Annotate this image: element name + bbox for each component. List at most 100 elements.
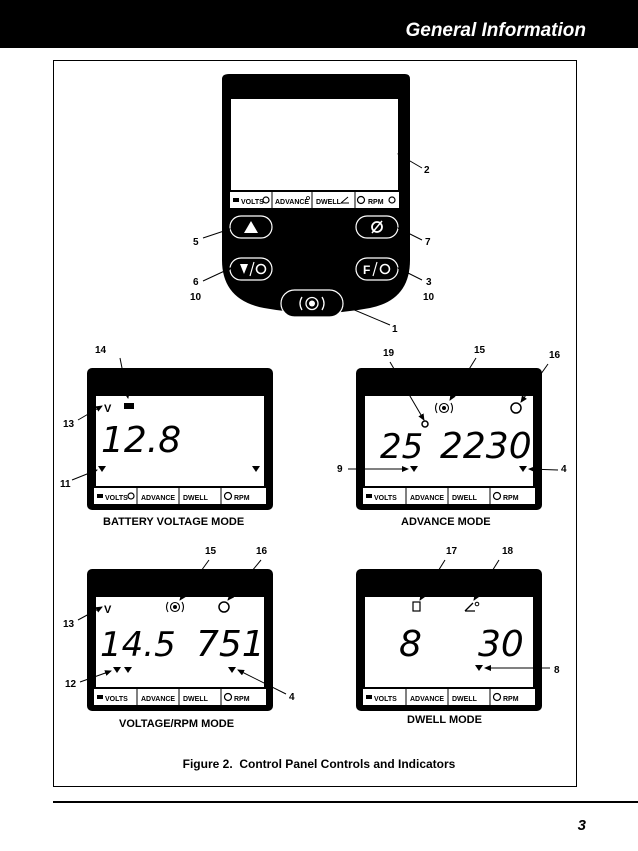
page-header-title: General Information (405, 20, 586, 41)
cylinder-count-icon (412, 601, 421, 612)
header-bar (0, 0, 638, 48)
callout-number: 15 (474, 345, 486, 356)
rpm-label: RPM (368, 199, 384, 206)
volts-label: VOLTS (105, 495, 128, 502)
callout-number: 15 (205, 546, 217, 557)
mode-pointer-icon (252, 466, 260, 472)
dwell-mode-label: DWELL MODE (407, 714, 482, 726)
callout-number: 13 (63, 419, 75, 430)
callout-number: 8 (554, 665, 560, 676)
advance-mode-label: ADVANCE MODE (401, 516, 491, 528)
cycle-icon (388, 196, 396, 204)
advance-label: ADVANCE (410, 495, 444, 502)
volts-indicator: V (104, 403, 112, 415)
signal-indicator-icon (442, 406, 446, 410)
callout-number: 17 (446, 546, 458, 557)
rpm-reading: 751 (196, 624, 265, 665)
advance-panel: VOLTS ADVANCE DWELL RPM 25 2230 (348, 357, 559, 510)
mode-pointer-icon (410, 466, 418, 472)
cylinder-icon (492, 491, 502, 501)
voltage-rpm-mode-label: VOLTAGE/RPM MODE (119, 718, 235, 730)
volts-label: VOLTS (241, 199, 264, 206)
callout-number: 16 (256, 546, 268, 557)
cylinder-icon (223, 692, 233, 702)
callout-number: 18 (502, 546, 514, 557)
down-arrow-icon (240, 264, 248, 274)
callout-number: 7 (425, 237, 431, 248)
callout-number: 12 (65, 679, 77, 690)
volts-indicator: V (104, 604, 112, 616)
cylinder-icon (356, 195, 366, 205)
callout-number: 4 (561, 464, 567, 475)
f-icon: F (363, 263, 370, 277)
figure-frame (53, 60, 577, 787)
signal-icon (309, 300, 315, 307)
callout-number: 16 (549, 350, 561, 361)
button-legend-strip: VOLTS ADVANCE DWELL RPM (230, 192, 399, 208)
lcd-screen (231, 99, 398, 190)
rpm-indicator-icon (510, 402, 522, 414)
angle-icon (464, 602, 475, 612)
degree-icon (306, 196, 310, 200)
cycle-icon (127, 492, 135, 500)
dwell-label: DWELL (452, 696, 478, 703)
callout-number: 6 (193, 277, 199, 288)
battery-icon (233, 198, 239, 202)
cycle-icon (379, 263, 391, 275)
rpm-label: RPM (503, 696, 519, 703)
degree-icon (474, 601, 480, 607)
down-cycle-button[interactable] (229, 257, 273, 281)
voltage-rpm-panel: VOLTS ADVANCE DWELL RPM V 14.5 751 (77, 559, 287, 711)
battery-icon (366, 494, 372, 498)
cycle-icon (255, 263, 267, 275)
up-button[interactable] (229, 215, 273, 239)
battery-voltage-reading: 12.8 (101, 420, 181, 461)
cylinder-icon (492, 692, 502, 702)
callout-number: 2 (424, 165, 430, 176)
cylinder-icon (223, 491, 233, 501)
advance-label: ADVANCE (410, 696, 444, 703)
mode-pointer-icon (475, 665, 483, 671)
advance-rpm-reading: 2230 (440, 426, 532, 467)
volts-label: VOLTS (105, 696, 128, 703)
callout-number: 5 (193, 237, 199, 248)
callout-number: 4 (289, 692, 295, 703)
figure-caption: Figure 2. Control Panel Controls and Ind… (182, 757, 456, 771)
advance-degrees-reading: 25 (380, 427, 423, 467)
page-number: 3 (577, 817, 586, 834)
angle-icon (340, 196, 349, 204)
battery-icon (97, 695, 103, 699)
callout-number: 9 (337, 464, 343, 475)
power-button[interactable] (280, 289, 344, 318)
battery-voltage-mode-label: BATTERY VOLTAGE MODE (103, 516, 245, 528)
advance-label: ADVANCE (141, 495, 175, 502)
cycle-icon (262, 196, 270, 204)
voltage-reading: 14.5 (100, 625, 176, 665)
degree-icon (421, 420, 429, 428)
callout-number: 19 (383, 348, 395, 359)
mode-pointer-icon (124, 667, 132, 673)
dwell-label: DWELL (183, 495, 209, 502)
rpm-label: RPM (234, 495, 250, 502)
mode-pointer-icon (228, 667, 236, 673)
top-control-panel: VOLTS ADVANCE DWELL RPM (202, 74, 423, 326)
advance-label: ADVANCE (275, 199, 309, 206)
callout-number: 3 (426, 277, 432, 288)
zero-icon (371, 221, 383, 233)
callout-number: 1 (392, 324, 398, 335)
function-cycle-button[interactable]: F (355, 257, 399, 281)
cylinder-count-reading: 8 (399, 624, 422, 665)
zero-button[interactable] (355, 215, 399, 239)
dwell-angle-reading: 30 (478, 624, 524, 665)
volts-label: VOLTS (374, 696, 397, 703)
rpm-label: RPM (503, 495, 519, 502)
callout-number: 14 (95, 345, 107, 356)
dwell-panel: VOLTS ADVANCE DWELL RPM 8 30 (356, 559, 550, 711)
volts-label: VOLTS (374, 495, 397, 502)
signal-indicator-icon (173, 605, 177, 609)
rpm-indicator-icon (218, 601, 230, 613)
callout-number: 13 (63, 619, 75, 630)
mode-pointer-icon (113, 667, 121, 673)
battery-indicator-icon (124, 403, 134, 409)
